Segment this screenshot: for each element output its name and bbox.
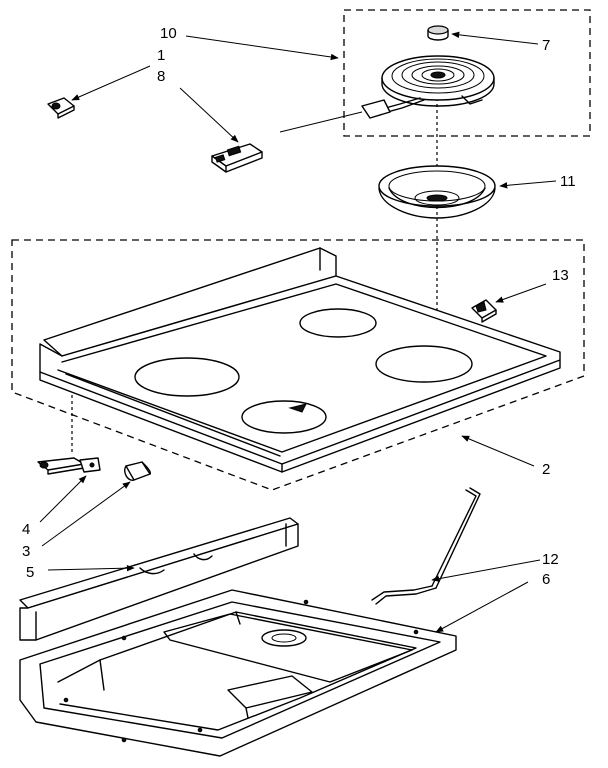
leader-7 [451, 31, 539, 45]
leader-3 [41, 481, 131, 547]
part-8-terminal-block [211, 143, 263, 173]
element-assembly-group-box [343, 9, 591, 137]
callout-5: 5 [26, 564, 34, 581]
part-3-sleeve [124, 461, 152, 481]
leader-12 [431, 559, 541, 582]
callout-10: 10 [160, 25, 177, 42]
part-5-front-trim [19, 517, 299, 641]
burner-opening-front-left [134, 357, 240, 397]
part-13-bracket [471, 299, 497, 323]
part-10-surface-element [279, 55, 495, 133]
leader-5 [47, 564, 135, 572]
callout-3: 3 [22, 543, 30, 560]
leader-13 [495, 283, 547, 303]
leader-10 [185, 35, 339, 61]
leader-2 [461, 435, 535, 467]
leader-11 [499, 180, 557, 189]
burner-opening-rear-left [299, 308, 377, 338]
leader-8 [179, 87, 239, 143]
part-7-cap [427, 25, 449, 41]
burner-opening-rear-right [375, 345, 473, 383]
leader-1 [71, 65, 151, 101]
part-1-clip [47, 97, 75, 119]
callout-7: 7 [542, 37, 550, 54]
callout-4: 4 [22, 521, 30, 538]
callout-6: 6 [542, 571, 550, 588]
callout-12: 12 [542, 551, 559, 568]
part-12-rod [371, 487, 481, 605]
part-2-cooktop-panel [39, 247, 561, 473]
callout-1: 1 [157, 47, 165, 64]
part-4-terminal [37, 457, 101, 475]
part-6-burner-box [19, 589, 457, 757]
burner-opening-front-right [241, 400, 327, 434]
leader-6 [435, 581, 529, 633]
callout-2: 2 [542, 461, 550, 478]
callout-8: 8 [157, 68, 165, 85]
callout-11: 11 [560, 173, 576, 190]
callout-13: 13 [552, 267, 569, 284]
part-11-drip-bowl [378, 165, 496, 219]
leader-4 [39, 475, 87, 523]
